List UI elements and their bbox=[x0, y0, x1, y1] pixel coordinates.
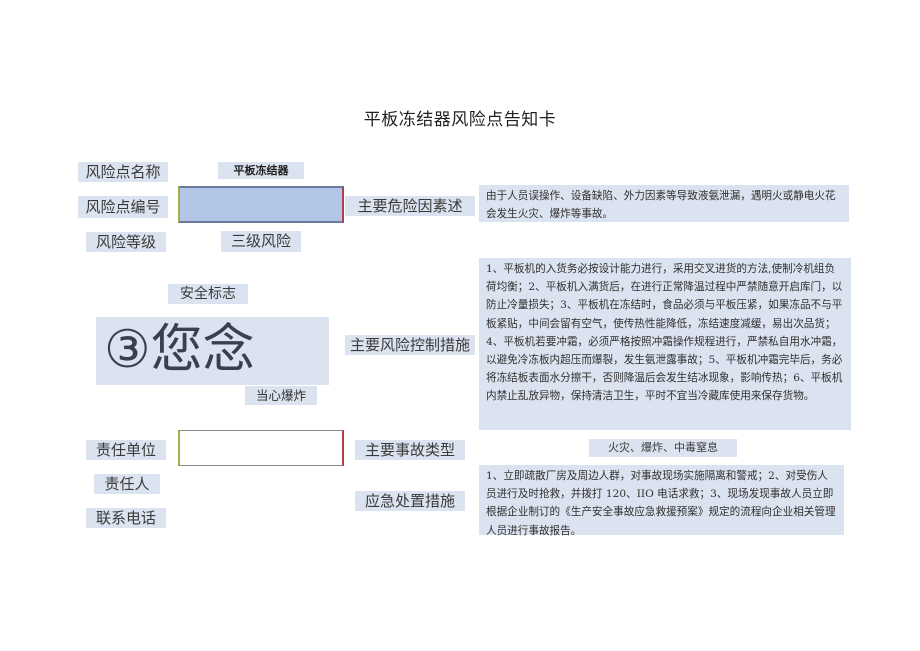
responsible-person-label: 责任人 bbox=[94, 474, 160, 494]
contact-phone-label: 联系电话 bbox=[86, 508, 166, 528]
risk-level-label: 风险等级 bbox=[86, 232, 166, 252]
responsible-unit-label: 责任单位 bbox=[86, 440, 166, 460]
control-measures-text: 1、平板机的入货务必按设计能力进行，采用交叉进货的方法,使制冷机组负荷均衡；2、… bbox=[479, 258, 851, 430]
responsible-unit-field[interactable] bbox=[178, 430, 344, 466]
risk-level-value: 三级风险 bbox=[221, 231, 301, 252]
emergency-measures-label: 应急处置措施 bbox=[355, 491, 465, 511]
safety-sign-glyph: ③您念 bbox=[96, 317, 329, 385]
emergency-measures-text: 1、立即疏散厂房及周边人群，对事故现场实施隔离和警戒；2、对受伤人员进行及时抢救… bbox=[479, 465, 844, 537]
risk-point-name-value: 平板冻结器 bbox=[218, 162, 304, 179]
hazard-label: 主要危险因素述 bbox=[345, 196, 475, 216]
safety-sign-caption: 当心爆炸 bbox=[245, 386, 317, 405]
risk-point-code-field[interactable] bbox=[178, 186, 344, 223]
accident-type-label: 主要事故类型 bbox=[355, 440, 465, 460]
page-title: 平板冻结器风险点告知卡 bbox=[363, 110, 557, 130]
accident-type-value: 火灾、爆炸、中毒窒息 bbox=[589, 439, 737, 457]
risk-point-name-label: 风险点名称 bbox=[78, 162, 168, 182]
hazard-text: 由于人员误操作、设备缺陷、外力因素等导致液氨泄漏，遇明火或静电火花会发生火灾、爆… bbox=[479, 185, 849, 222]
control-measures-label: 主要风险控制措施 bbox=[345, 335, 475, 355]
safety-sign-label: 安全标志 bbox=[168, 284, 248, 304]
risk-point-code-label: 风险点编号 bbox=[78, 196, 168, 218]
